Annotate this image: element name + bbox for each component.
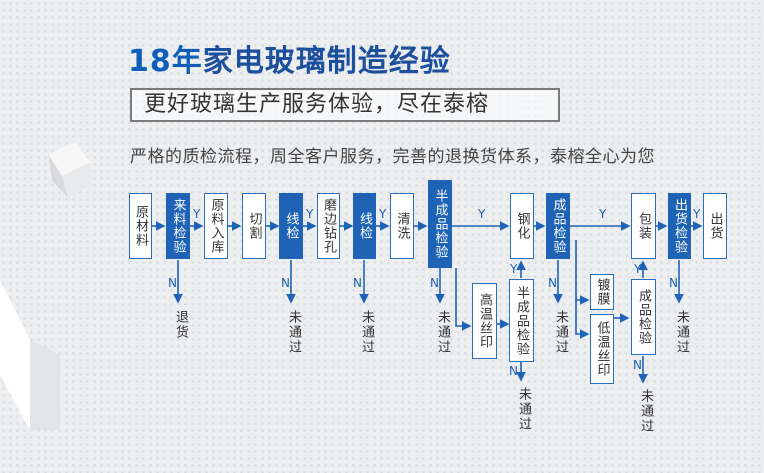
yes-label: Y xyxy=(599,207,606,221)
outcome-not-passed: 未通过 xyxy=(284,310,303,355)
yes-label: Y xyxy=(193,207,200,221)
step-semi-check-2: 半成品检验 xyxy=(509,279,534,362)
step-finished-check: 成品检验 xyxy=(546,193,570,259)
step-raw-material: 原材料 xyxy=(129,193,152,259)
yes-label: Y xyxy=(634,262,641,276)
outcome-not-passed: 未通过 xyxy=(357,310,376,355)
no-label: N xyxy=(168,276,177,290)
step-stock-in: 原料入库 xyxy=(204,193,228,259)
no-label: N xyxy=(281,276,290,290)
step-line-check-2: 线检 xyxy=(353,193,376,259)
step-incoming-check: 来料检验 xyxy=(166,193,190,259)
no-label: N xyxy=(509,364,518,378)
step-ship: 出货 xyxy=(703,193,727,259)
no-label: N xyxy=(548,276,557,290)
outcome-not-passed: 未通过 xyxy=(672,310,691,355)
yes-label: Y xyxy=(306,207,313,221)
yes-label: Y xyxy=(510,262,517,276)
yes-label: Y xyxy=(379,207,386,221)
step-cut: 切割 xyxy=(242,193,266,259)
step-low-temp-print: 低温丝印 xyxy=(590,314,614,384)
outcome-not-passed: 未通过 xyxy=(514,387,533,432)
step-wash: 清洗 xyxy=(390,193,414,259)
outcome-not-passed: 未通过 xyxy=(433,310,452,355)
yes-label: Y xyxy=(693,207,700,221)
step-pack: 包装 xyxy=(631,193,656,259)
step-grind-drill: 磨边钻孔 xyxy=(317,193,340,259)
step-coating: 镀膜 xyxy=(590,274,614,310)
outcome-return: 退货 xyxy=(171,310,190,340)
step-temper: 钢化 xyxy=(510,193,534,259)
no-label: N xyxy=(669,276,678,290)
no-label: N xyxy=(353,276,362,290)
yes-label: Y xyxy=(478,207,485,221)
step-high-temp-print: 高温丝印 xyxy=(472,283,497,359)
outcome-not-passed: 未通过 xyxy=(636,389,655,434)
outcome-not-passed: 未通过 xyxy=(551,310,570,355)
no-label: N xyxy=(430,276,439,290)
no-label: N xyxy=(633,358,642,372)
step-semi-check: 半成品检验 xyxy=(428,180,452,268)
step-ship-check: 出货检验 xyxy=(668,193,691,259)
step-line-check: 线检 xyxy=(279,193,303,259)
step-finished-check-2: 成品检验 xyxy=(631,279,656,355)
